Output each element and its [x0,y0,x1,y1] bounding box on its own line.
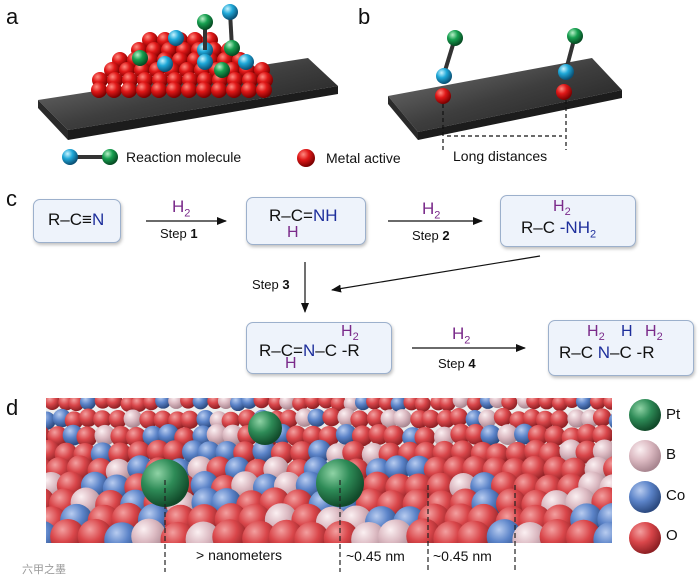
legend-b-ball [629,440,661,472]
cobalt-atom [609,412,627,430]
boron-atom [124,409,142,427]
oxygen-atom [415,396,431,412]
cobalt-atom [193,393,209,409]
watermark: 六甲之墨 [22,561,66,577]
oxygen-atom [603,394,619,410]
oxygen-atom [383,425,404,446]
measurement-nanometers: > nanometers [196,547,282,563]
legend-pt-ball [629,399,661,431]
oxygen-atom [44,394,60,410]
oxygen-atom [181,411,199,429]
legend-co-label: Co [666,487,685,504]
oxygen-atom [254,392,270,408]
boron-atom [393,409,411,427]
cobalt-atom [576,394,592,410]
cobalt-atom [80,394,96,410]
platinum-atom [248,411,282,445]
legend-b-label: B [666,446,676,463]
legend-o-ball [629,522,661,554]
legend-co-ball [629,481,661,513]
measurement-045-right: ~0.45 nm [433,548,492,564]
measurement-045-left: ~0.45 nm [346,548,405,564]
legend-o-label: O [666,527,678,544]
cobalt-atom [37,412,55,430]
boron-atom [453,392,469,408]
oxygen-atom [32,392,48,408]
oxygen-atom [501,394,517,410]
oxygen-atom [593,408,611,426]
oxygen-atom [494,408,512,426]
oxygen-atom [305,393,321,409]
oxygen-atom [106,393,122,409]
legend-pt-label: Pt [666,406,680,423]
oxygen-atom [450,408,468,426]
cobalt-atom [593,522,628,557]
